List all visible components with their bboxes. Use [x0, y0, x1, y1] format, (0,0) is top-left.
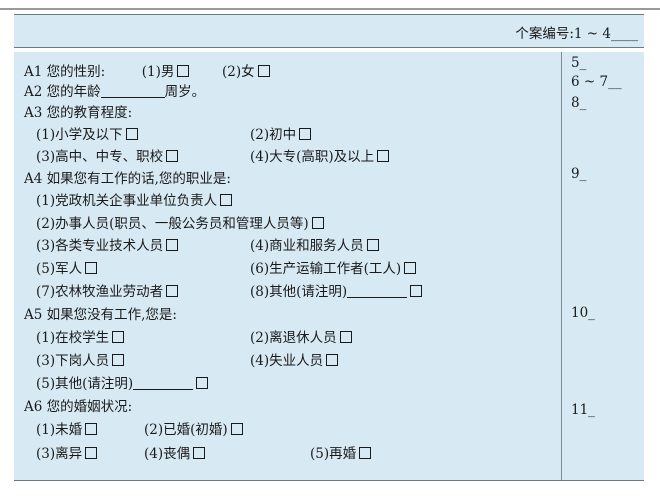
a5-option-4: (4)失业人员 — [250, 352, 339, 370]
question-a6-label: A6 您的婚姻状况: — [24, 399, 133, 415]
option-male-label: (1)男 — [141, 64, 175, 80]
a3-option-4-label: (4)大专(高职)及以上 — [250, 149, 375, 165]
a5-option-1-checkbox[interactable] — [112, 331, 125, 343]
a5-option-4-checkbox[interactable] — [326, 354, 339, 366]
a4-option-5: (5)军人 — [36, 260, 98, 278]
question-a2: A2 您的年龄 周岁。 — [24, 83, 205, 101]
a4-option-4-checkbox[interactable] — [366, 239, 379, 251]
a3-option-1-label: (1)小学及以下 — [36, 127, 123, 143]
code-a4: 9_ — [571, 166, 587, 182]
a4-option-4: (4)商业和服务人员 — [250, 237, 379, 255]
code-a2: 6 ~ 7__ — [571, 74, 622, 90]
code-column-divider — [561, 52, 562, 480]
a5-option-2: (2)离退休人员 — [250, 329, 352, 347]
a4-option-3-checkbox[interactable] — [166, 239, 179, 251]
a4-option-6: (6)生产运输工作者(工人) — [250, 260, 417, 278]
question-a2-suffix: 周岁。 — [164, 84, 206, 100]
question-a5-label: A5 如果您没有工作,您是: — [24, 307, 177, 323]
code-a3: 8_ — [571, 95, 587, 111]
case-id-label: 个案编号:1 ~ 4____ — [515, 26, 638, 42]
a4-option-8-label: (8)其他(请注明) — [250, 284, 348, 300]
a5-option-3-checkbox[interactable] — [112, 354, 125, 366]
option-female-checkbox[interactable] — [257, 65, 270, 77]
code-a6: 11_ — [571, 402, 595, 418]
a3-option-3-label: (3)高中、中专、职校 — [36, 149, 164, 165]
a4-option-7: (7)农林牧渔业劳动者 — [36, 283, 179, 301]
top-rule — [0, 8, 660, 10]
a4-option-7-label: (7)农林牧渔业劳动者 — [36, 284, 164, 300]
code-a1: 5_ — [571, 55, 587, 71]
a6-option-2-checkbox[interactable] — [230, 423, 243, 435]
question-a1: A1 您的性别: (1)男 (2)女 — [24, 63, 270, 81]
a3-option-3-checkbox[interactable] — [166, 150, 179, 162]
a6-option-4-checkbox[interactable] — [193, 447, 206, 459]
a5-option-4-label: (4)失业人员 — [250, 353, 324, 369]
a3-option-2-checkbox[interactable] — [299, 128, 312, 140]
a6-option-4: (4)丧偶 — [144, 445, 206, 463]
a6-option-3: (3)离异 — [36, 445, 98, 463]
a4-option-2-checkbox[interactable] — [311, 217, 324, 229]
a5-option-5-checkbox[interactable] — [196, 377, 209, 389]
a5-option-3: (3)下岗人员 — [36, 352, 125, 370]
a5-option-5-label: (5)其他(请注明) — [36, 376, 134, 392]
a6-option-4-label: (4)丧偶 — [144, 446, 191, 462]
a4-other-blank[interactable] — [347, 285, 408, 298]
a4-option-1-checkbox[interactable] — [220, 194, 233, 206]
case-id-row: 个案编号:1 ~ 4____ — [14, 14, 644, 48]
a4-option-3-label: (3)各类专业技术人员 — [36, 238, 164, 254]
option-female-label: (2)女 — [222, 64, 255, 80]
a3-option-4-checkbox[interactable] — [377, 150, 390, 162]
a3-option-1-checkbox[interactable] — [125, 128, 138, 140]
a3-option-4: (4)大专(高职)及以上 — [250, 148, 390, 166]
a6-option-3-checkbox[interactable] — [85, 447, 98, 459]
question-a1-label: A1 您的性别: — [24, 64, 106, 80]
question-a2-prefix: A2 您的年龄 — [24, 84, 101, 100]
a3-option-2-label: (2)初中 — [250, 127, 297, 143]
a6-option-2-label: (2)已婚(初婚) — [144, 422, 228, 438]
a5-option-1-label: (1)在校学生 — [36, 330, 110, 346]
a4-option-5-checkbox[interactable] — [85, 262, 98, 274]
a4-option-7-checkbox[interactable] — [166, 285, 179, 297]
a5-option-3-label: (3)下岗人员 — [36, 353, 110, 369]
a4-option-1-label: (1)党政机关企事业单位负责人 — [36, 193, 218, 209]
a3-option-1: (1)小学及以下 — [36, 126, 138, 144]
question-a4-label: A4 如果您有工作的话,您的职业是: — [24, 171, 231, 187]
a6-option-1-label: (1)未婚 — [36, 422, 83, 438]
age-blank[interactable] — [100, 85, 165, 98]
a4-option-1: (1)党政机关企事业单位负责人 — [36, 192, 233, 210]
a6-option-1-checkbox[interactable] — [85, 423, 98, 435]
a4-option-8: (8)其他(请注明) — [250, 283, 423, 301]
option-male-checkbox[interactable] — [177, 65, 190, 77]
a5-option-5: (5)其他(请注明) — [36, 375, 209, 393]
question-a3-label: A3 您的教育程度: — [24, 105, 133, 121]
a6-option-5-checkbox[interactable] — [359, 447, 372, 459]
a6-option-5: (5)再婚 — [310, 445, 372, 463]
a3-option-3: (3)高中、中专、职校 — [36, 148, 179, 166]
a4-option-5-label: (5)军人 — [36, 261, 83, 277]
a4-option-2: (2)办事人员(职员、一般公务员和管理人员等) — [36, 215, 324, 233]
a5-option-1: (1)在校学生 — [36, 329, 125, 347]
a4-option-8-checkbox[interactable] — [410, 285, 423, 297]
a4-option-2-label: (2)办事人员(职员、一般公务员和管理人员等) — [36, 216, 309, 232]
a6-option-5-label: (5)再婚 — [310, 446, 357, 462]
a4-option-6-checkbox[interactable] — [404, 262, 417, 274]
a5-option-2-label: (2)离退休人员 — [250, 330, 337, 346]
a4-option-6-label: (6)生产运输工作者(工人) — [250, 261, 402, 277]
a4-option-4-label: (4)商业和服务人员 — [250, 238, 364, 254]
a6-option-2: (2)已婚(初婚) — [144, 421, 243, 439]
a3-option-2: (2)初中 — [250, 126, 312, 144]
a5-option-2-checkbox[interactable] — [339, 331, 352, 343]
questionnaire-panel: A1 您的性别: (1)男 (2)女 A2 您的年龄 周岁。 A3 您的教育程度:… — [14, 52, 644, 481]
a6-option-3-label: (3)离异 — [36, 446, 83, 462]
code-a5: 10_ — [571, 305, 595, 321]
a5-other-blank[interactable] — [133, 377, 194, 390]
a4-option-3: (3)各类专业技术人员 — [36, 237, 179, 255]
a6-option-1: (1)未婚 — [36, 421, 98, 439]
